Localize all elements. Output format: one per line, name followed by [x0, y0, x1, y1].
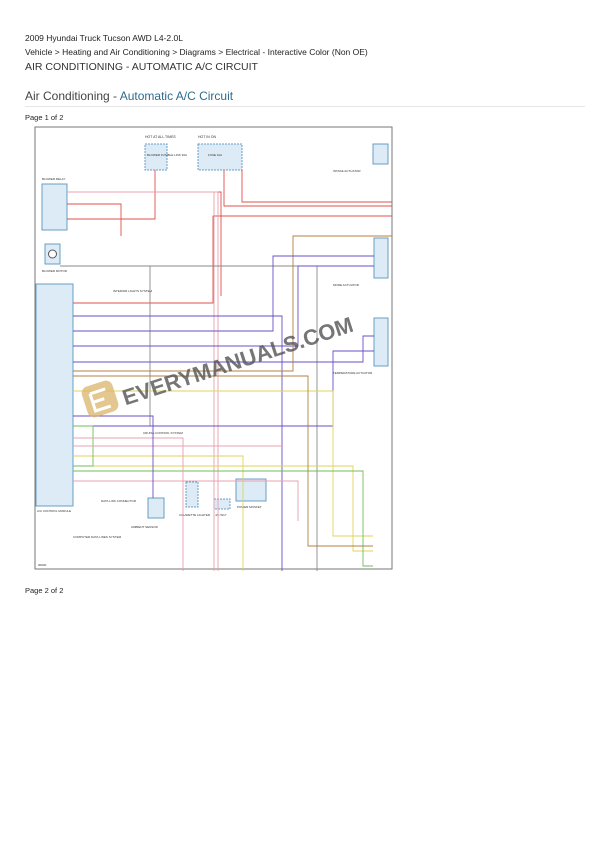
section-link[interactable]: Automatic A/C Circuit [119, 89, 234, 103]
diagram-code: 00000 [38, 563, 47, 567]
watermark-logo-mark [88, 387, 112, 413]
fusible-link-label: BLOWER FUSIBLE LINK 30A [147, 153, 187, 157]
page-2-label: Page 2 of 2 [25, 586, 64, 595]
junction-connector-label: J/C W17 [215, 513, 227, 517]
section-heading: Air Conditioning - Automatic A/C Circuit [25, 89, 233, 103]
divider [25, 106, 585, 107]
ac-control-module [35, 283, 74, 507]
temperature-actuator-label: TEMPERATURE ACTUATOR [333, 371, 373, 375]
power-mosfet-label: POWER MOSFET [237, 505, 262, 509]
ac-control-module-label: A/C CONTROL MODULE [37, 509, 71, 513]
section-prefix: Air Conditioning - [25, 89, 120, 103]
blower-relay-label: BLOWER RELAY [42, 177, 65, 181]
wiring-diagram: HOT AT ALL TIMES HOT IN ON BLOWER FUSIBL… [34, 126, 393, 571]
hot-at-all-times-label: HOT AT ALL TIMES [145, 135, 176, 139]
fuse-label: FUSE 10A [208, 153, 222, 157]
cigarette-lighter-label: CIGARETTE LIGHTER [179, 513, 211, 517]
motor-icon [48, 249, 57, 259]
intake-actuator-label: INTAKE ACTUATOR [333, 169, 361, 173]
cruise-control-label: CRUISE CONTROL SYSTEM [143, 431, 183, 435]
data-link-connector-label: DATA LINK CONNECTOR [101, 499, 137, 503]
ambient-sensor-label: AMBIENT SENSOR [131, 525, 159, 529]
computer-data-lines-label: COMPUTER DATA LINES SYSTEM [73, 535, 122, 539]
blower-relay [41, 183, 68, 231]
power-mosfet [235, 478, 267, 502]
blower-motor-label: BLOWER MOTOR [42, 269, 68, 273]
cigarette-lighter [185, 481, 199, 508]
interior-lights-label: INTERIOR LIGHTS SYSTEM [113, 289, 153, 293]
junction-connector [213, 498, 231, 510]
vehicle-title: 2009 Hyundai Truck Tucson AWD L4-2.0L [25, 33, 183, 43]
temperature-actuator [373, 317, 389, 367]
mode-actuator [373, 237, 389, 279]
intake-actuator [372, 143, 389, 165]
page-title: AIR CONDITIONING - AUTOMATIC A/C CIRCUIT [25, 61, 258, 73]
wires [60, 170, 392, 571]
ambient-sensor [147, 497, 165, 519]
hot-in-on-label: HOT IN ON [198, 135, 216, 139]
junction-fuse-box [197, 143, 243, 171]
breadcrumb: Vehicle > Heating and Air Conditioning >… [25, 47, 368, 57]
mode-actuator-label: MODE ACTUATOR [333, 283, 360, 287]
fusible-link-box [144, 143, 168, 171]
page-1-label: Page 1 of 2 [25, 113, 64, 122]
